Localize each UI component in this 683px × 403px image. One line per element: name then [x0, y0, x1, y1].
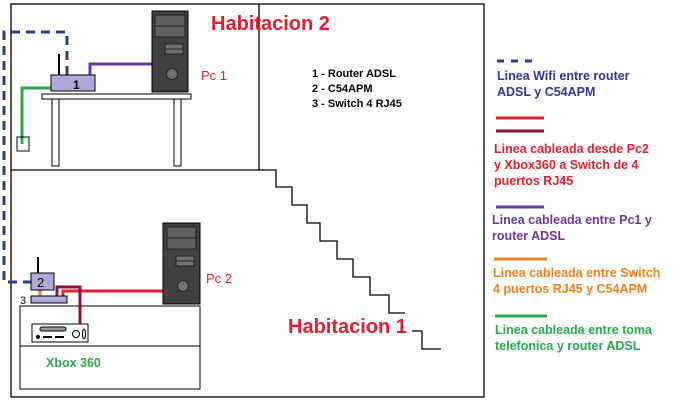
- xbox-cable: [55, 285, 82, 324]
- pc2-label: Pc 2: [206, 271, 232, 286]
- phone-line: [20, 86, 52, 144]
- legend: Linea Wifi entre router ADSL y C54APM Li…: [492, 59, 660, 353]
- pc2-tower: [162, 222, 201, 305]
- pc1-tower: [151, 10, 189, 93]
- stairs-bottom: [412, 330, 441, 350]
- house-outline: [10, 3, 485, 398]
- legend-green-text: telefonica y router ADSL: [495, 339, 641, 353]
- switch-rj45: [30, 295, 68, 304]
- cabinet-bottom: [19, 345, 201, 390]
- c54apm-number: 2: [37, 275, 44, 290]
- legend-red-text: Linea cableada desde Pc2: [494, 142, 649, 156]
- table-leg: [173, 98, 182, 167]
- key-switch: 3 - Switch 4 RJ45: [312, 98, 402, 110]
- legend-purple-text: router ADSL: [492, 229, 566, 243]
- router-number: 1: [73, 78, 80, 92]
- legend-orange-text: 4 puertos RJ45 y C54APM: [493, 282, 647, 296]
- wifi-line: [2, 30, 69, 284]
- table-leg: [51, 98, 60, 167]
- legend-wifi-text: ADSL y C54APM: [497, 85, 595, 99]
- legend-red-text: puertos RJ45: [494, 174, 573, 188]
- pc1-label: Pc 1: [201, 68, 227, 83]
- legend-orange-text: Linea cableada entre Switch: [493, 266, 660, 280]
- room1-label: Habitacion 1: [288, 316, 407, 338]
- key-c54apm: 2 - C54APM: [312, 83, 373, 95]
- stairs: [11, 169, 405, 314]
- xbox-label: Xbox 360: [46, 356, 101, 370]
- switch-number: 3: [20, 295, 26, 307]
- table-top: [41, 93, 192, 100]
- xbox-console: [31, 323, 89, 343]
- room2-label: Habitacion 2: [211, 13, 330, 35]
- legend-red-text: y Xbox360 a Switch de 4: [494, 158, 639, 172]
- router-adsl: [50, 74, 96, 92]
- key-router: 1 - Router ADSL: [312, 68, 396, 80]
- pc2-cable: [61, 289, 165, 297]
- phone-jack: [16, 136, 30, 152]
- c54apm: [30, 272, 55, 291]
- legend-green-text: Linea cableada entre toma: [495, 323, 653, 337]
- legend-wifi-text: Linea Wifi entre router: [497, 69, 630, 83]
- legend-purple-text: Linea cableada entre Pc1 y: [492, 213, 652, 227]
- pc1-cable: [88, 62, 153, 75]
